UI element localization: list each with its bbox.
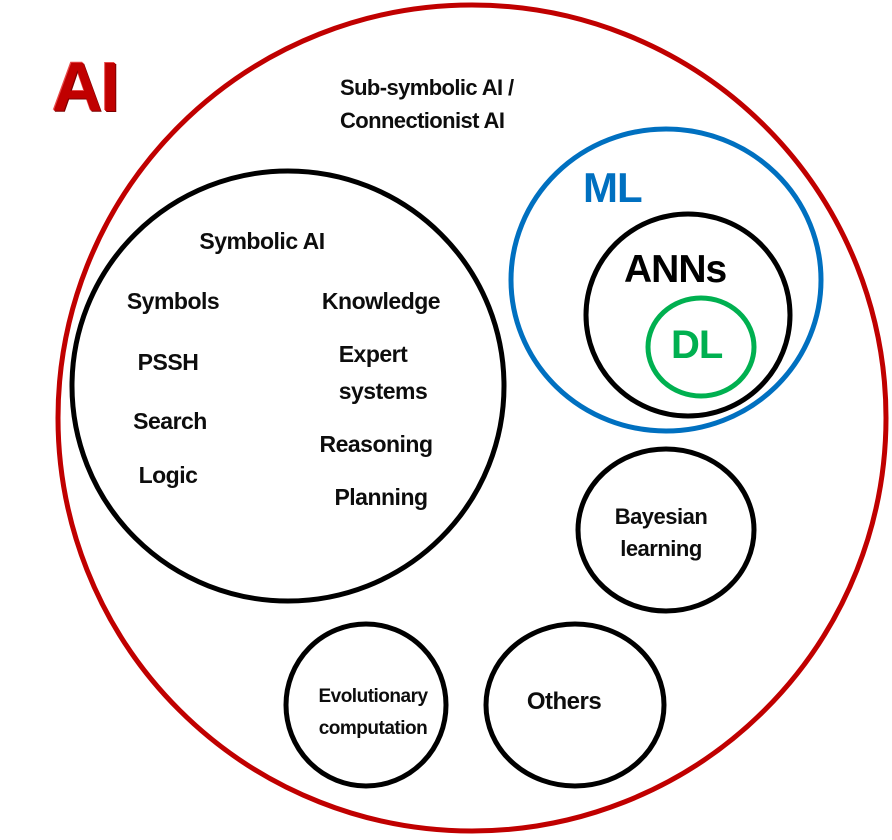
symbolic-item-logic: Logic bbox=[138, 462, 198, 488]
symbolic-item-reasoning: Reasoning bbox=[319, 431, 433, 457]
anns-label: ANNs bbox=[624, 248, 727, 291]
evolutionary-computation-label-line1: Evolutionary bbox=[318, 686, 428, 707]
symbolic-ai-circle bbox=[69, 168, 507, 604]
subsymbolic-ai-label-line1: Sub-symbolic AI / bbox=[340, 75, 514, 100]
symbolic-item-knowledge: Knowledge bbox=[321, 288, 441, 314]
dl-label: DL bbox=[671, 323, 723, 367]
bayesian-learning-circle bbox=[575, 446, 757, 614]
symbolic-item-planning: Planning bbox=[334, 484, 428, 510]
evolutionary-computation-label: Evolutionary computation bbox=[318, 681, 428, 745]
others-label: Others bbox=[526, 688, 602, 715]
ml-circle bbox=[508, 126, 824, 434]
bayesian-learning-label: Bayesian learning bbox=[615, 501, 708, 565]
evolutionary-computation-label-line2: computation bbox=[318, 718, 428, 739]
ml-label: ML bbox=[583, 164, 643, 211]
evolutionary-computation-circle bbox=[283, 621, 449, 789]
symbolic-item-expert: Expert bbox=[338, 341, 408, 367]
ai-label: AI bbox=[52, 48, 120, 126]
others-circle bbox=[483, 621, 667, 789]
ai-circle bbox=[55, 2, 889, 834]
symbolic-item-systems: systems bbox=[338, 378, 428, 404]
dl-circle bbox=[645, 295, 757, 399]
symbolic-item-symbols: Symbols bbox=[126, 288, 220, 314]
symbolic-item-pssh: PSSH bbox=[137, 349, 199, 375]
bayesian-learning-label-line1: Bayesian bbox=[614, 504, 708, 529]
bayesian-learning-label-line2: learning bbox=[620, 536, 702, 561]
anns-circle bbox=[583, 211, 793, 419]
symbolic-item-search: Search bbox=[133, 408, 207, 434]
subsymbolic-ai-label: Sub-symbolic AI / Connectionist AI bbox=[340, 71, 514, 137]
symbolic-ai-label: Symbolic AI bbox=[199, 228, 325, 254]
subsymbolic-ai-label-line2: Connectionist AI bbox=[340, 108, 505, 133]
